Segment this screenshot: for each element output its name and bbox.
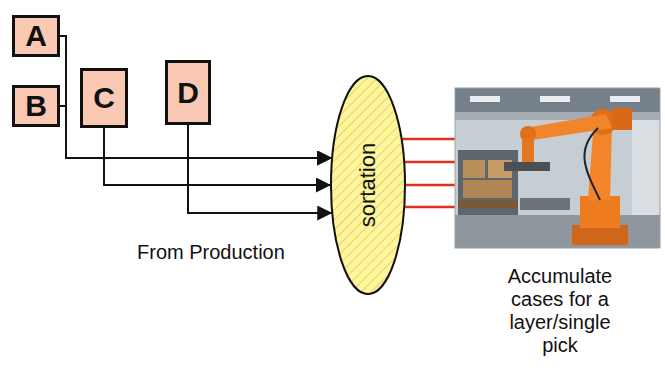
output-line (398, 138, 456, 141)
node-text: sortation (356, 143, 380, 227)
robot-gripper (504, 162, 550, 171)
robot-cable (584, 128, 600, 200)
robot-turret (580, 196, 620, 228)
node-text: D (177, 78, 199, 108)
robot-flange (522, 138, 534, 162)
source-box: A (12, 15, 60, 57)
ceiling-light (470, 96, 500, 102)
flow-arrow (104, 128, 331, 185)
photo-frame (455, 88, 660, 248)
output-lines (398, 139, 456, 207)
flow-label: From Production (137, 241, 357, 264)
conveyor (520, 198, 570, 210)
output-line (398, 206, 456, 209)
output-line (398, 184, 456, 187)
caption-note: Accumulate cases for a layer/single pick (495, 265, 625, 357)
ceiling-light (610, 96, 640, 102)
source-box: C (80, 68, 128, 128)
case (463, 180, 512, 198)
floor (455, 215, 660, 248)
machine-frame (458, 150, 518, 215)
source-box: D (165, 60, 211, 125)
robot-photo (455, 88, 660, 248)
photo-background (455, 88, 660, 248)
flow-arrow (60, 36, 332, 158)
robot-upper-arm (525, 114, 612, 140)
source-box: B (12, 85, 60, 127)
case (463, 160, 485, 178)
ellipse-shape (331, 76, 405, 294)
output-line (398, 161, 456, 164)
wall-panel (632, 120, 660, 215)
node-text: C (93, 83, 115, 113)
node-text: A (25, 21, 47, 51)
ceiling-light (540, 96, 570, 102)
robot-counterweight (612, 108, 632, 130)
node-text: B (25, 91, 47, 121)
pallet (458, 200, 518, 208)
sortation-ellipse: sortation (330, 75, 406, 295)
flow-arrow (188, 125, 332, 213)
